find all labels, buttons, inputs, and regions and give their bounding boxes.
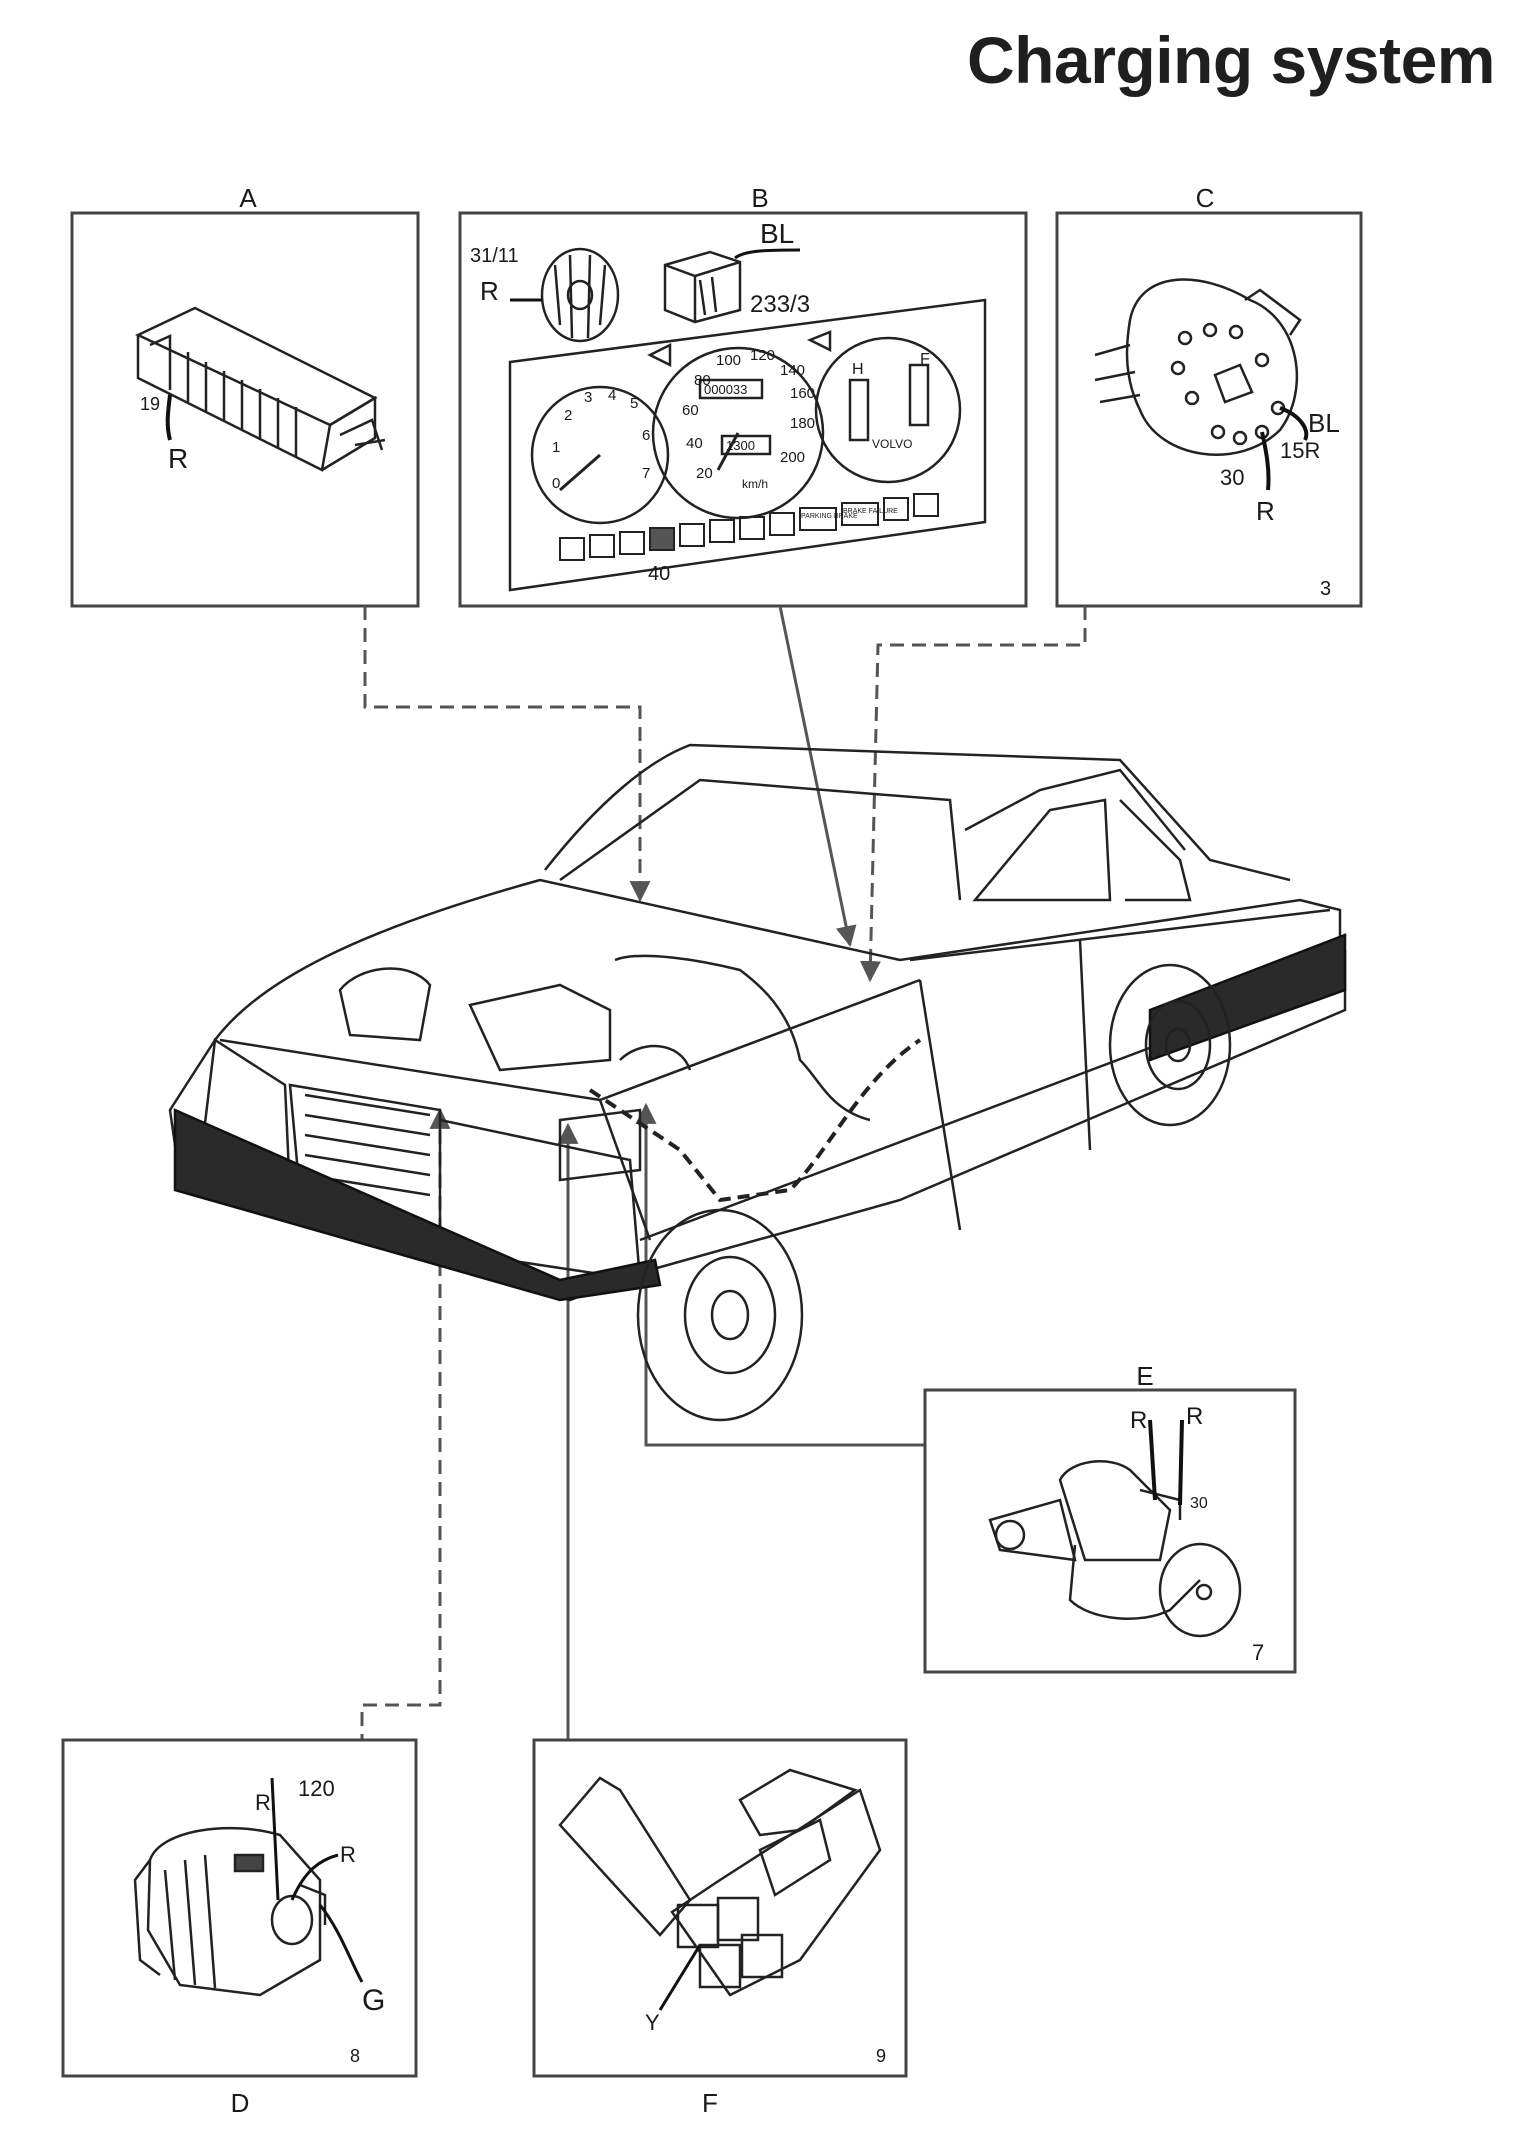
- unit-text: km/h: [742, 477, 768, 491]
- leader-e: [635, 1102, 925, 1447]
- trip-text: 1300: [726, 438, 755, 453]
- term-30-label: 30: [1220, 465, 1244, 490]
- wire-r2: [1178, 1419, 1184, 1506]
- ignition-switch-icon: [1094, 278, 1302, 456]
- wire-r2-label: R: [340, 1842, 356, 1867]
- panel-b: B 31/11 R BL 233/3: [458, 183, 1028, 608]
- relay-icon: [663, 250, 742, 324]
- wire-r-label: R: [168, 443, 188, 474]
- leader-d: [360, 1107, 451, 1770]
- panel-c-letter: C: [1196, 183, 1215, 213]
- size-120-label: 120: [298, 1776, 335, 1801]
- panel-c-number: 3: [1320, 578, 1331, 600]
- pin-19-label: 19: [140, 394, 160, 414]
- panel-f-frame: [532, 1738, 908, 2078]
- relay-label: 233/3: [750, 291, 810, 318]
- wire-r2: [290, 1853, 339, 1901]
- wire-r: [165, 394, 172, 441]
- wire-r1: [270, 1777, 280, 1901]
- wire-r2-label: R: [1186, 1403, 1203, 1430]
- plug-wire-label: R: [480, 276, 499, 306]
- panel-d: D R 120 R G 8: [61, 1738, 418, 2118]
- panel-b-letter: B: [751, 183, 768, 213]
- wire-r: [1260, 431, 1271, 491]
- wire-y: [658, 1944, 702, 2011]
- panel-e: E R R 30 7: [923, 1361, 1297, 1674]
- leader-b: [778, 605, 857, 948]
- panel-a-frame: [70, 211, 420, 608]
- leader-a: [363, 606, 651, 903]
- svg-text:140: 140: [780, 362, 805, 379]
- svg-text:20: 20: [696, 465, 713, 482]
- wire-bl: [1279, 406, 1309, 441]
- panel-c: C BL 15R 30 R 3: [1055, 183, 1363, 608]
- wire-bl-label: BL: [760, 218, 794, 249]
- svg-text:180: 180: [790, 415, 815, 432]
- plug-label: 31/11: [470, 245, 519, 267]
- svg-text:4: 4: [608, 387, 616, 404]
- wire-g-label: G: [362, 1984, 385, 2017]
- tachometer-scale: 0 1 2 3 4 5 6 7: [552, 387, 650, 492]
- gauge-h-label: H: [852, 361, 864, 378]
- speedometer-scale: 20 40 60 80 100 120 140 160 180 200 0000…: [682, 347, 815, 491]
- wire-r1-label: R: [1130, 1407, 1147, 1434]
- panel-a-letter: A: [239, 183, 257, 213]
- svg-text:7: 7: [642, 465, 650, 482]
- panel-d-number: 8: [350, 2046, 360, 2066]
- panel-e-letter: E: [1136, 1361, 1153, 1391]
- starter-motor-icon: [988, 1460, 1242, 1638]
- panel-d-frame: [61, 1738, 418, 2078]
- wire-bl-label: BL: [1308, 408, 1340, 438]
- term-30-label: 30: [1190, 1495, 1208, 1512]
- brand-label: VOLVO: [872, 437, 912, 451]
- panel-c-frame: [1055, 211, 1363, 608]
- panel-d-letter: D: [231, 2088, 250, 2118]
- odometer-text: 000033: [704, 382, 747, 397]
- svg-text:3: 3: [584, 389, 592, 406]
- fuse-box-icon: [135, 306, 386, 472]
- svg-text:6: 6: [642, 427, 650, 444]
- leader-lines: [360, 605, 1087, 1770]
- connector-plug-icon: [540, 247, 620, 343]
- wire-g: [318, 1904, 364, 1983]
- panel-e-number: 7: [1252, 1640, 1264, 1665]
- page-title: Charging system: [967, 23, 1495, 97]
- svg-text:120: 120: [750, 347, 775, 364]
- svg-text:0: 0: [552, 475, 560, 492]
- warning-lamp-row: [559, 493, 939, 561]
- instrument-cluster: [508, 298, 987, 592]
- svg-text:100: 100: [716, 352, 741, 369]
- leader-c: [859, 606, 1087, 983]
- wire-r1: [1148, 1419, 1157, 1501]
- alternator-icon: [133, 1826, 327, 1997]
- gauge-f-label: F: [920, 351, 930, 368]
- panel-f-letter: F: [702, 2088, 718, 2118]
- svg-text:5: 5: [630, 395, 638, 412]
- svg-text:80: 80: [694, 372, 711, 389]
- wire-r1-label: R: [255, 1790, 271, 1815]
- svg-text:200: 200: [780, 449, 805, 466]
- wire-bl: [734, 248, 801, 260]
- panel-f-number: 9: [876, 2046, 886, 2066]
- svg-text:160: 160: [790, 385, 815, 402]
- svg-text:60: 60: [682, 402, 699, 419]
- panel-e-frame: [923, 1388, 1297, 1674]
- panel-a: A 19 R: [70, 183, 420, 608]
- svg-text:1: 1: [552, 439, 560, 456]
- wire-y-label: Y: [645, 2010, 660, 2035]
- lamp-40-label: 40: [648, 563, 670, 585]
- panel-f: F Y 9: [532, 1738, 908, 2118]
- parking-brake-text: PARKING BRAKE: [801, 513, 858, 520]
- term-15-label: 15R: [1280, 438, 1320, 463]
- brake-failure-text: BRAKE FAILURE: [843, 508, 898, 515]
- svg-text:40: 40: [686, 435, 703, 452]
- svg-text:2: 2: [564, 407, 572, 424]
- wire-r-label: R: [1256, 496, 1275, 526]
- car-illustration: [168, 743, 1347, 1422]
- panel-b-frame: [458, 211, 1028, 608]
